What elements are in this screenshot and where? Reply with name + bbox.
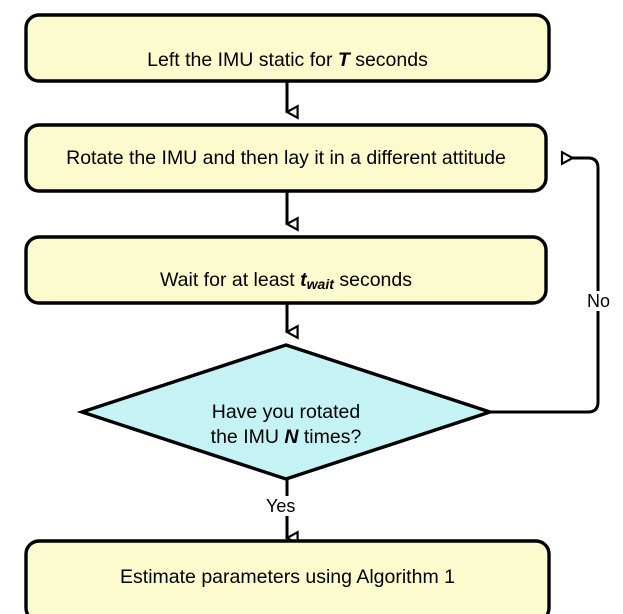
node-rotate-imu — [24, 123, 548, 193]
node-decision-rotated-n-times — [76, 343, 496, 481]
node-left-imu-static — [24, 13, 551, 83]
process-box — [24, 539, 551, 614]
node-wait — [24, 235, 548, 305]
process-box — [24, 123, 548, 193]
process-box — [24, 235, 548, 305]
edge-label-no: No — [586, 291, 612, 311]
edge-decision-no-to-rotate — [490, 150, 600, 414]
edge-label-yes: Yes — [265, 496, 297, 516]
decision-diamond — [76, 343, 496, 481]
process-box — [24, 13, 551, 83]
edge-line — [490, 150, 600, 414]
node-estimate-parameters — [24, 539, 551, 614]
